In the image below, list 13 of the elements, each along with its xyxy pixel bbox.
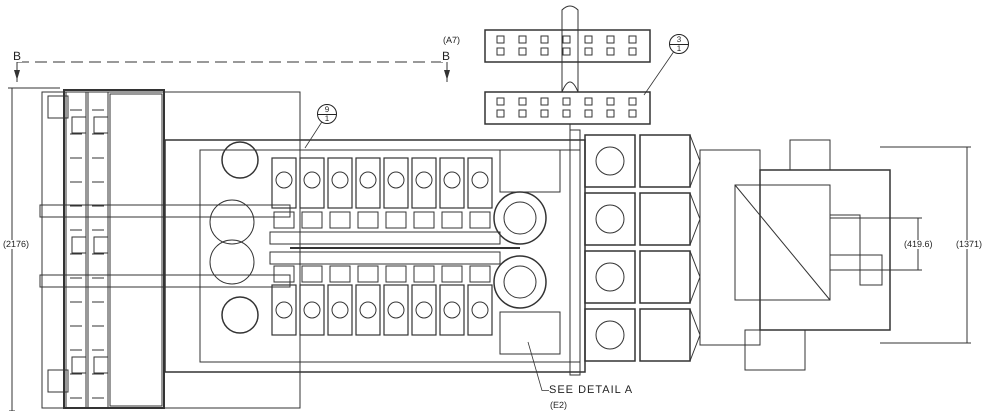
note-text: SEE DETAIL A [549,385,634,396]
section-letter: B [12,50,22,62]
dimension-label: (2176) [2,240,30,249]
leader-line [528,342,550,391]
dimension-label: (419.6) [903,240,934,249]
section-letter: B [441,50,452,62]
callout-balloon: 3 1 [669,34,689,54]
reference-label: (E2) [549,401,568,410]
callout-balloon: 9 1 [317,104,337,124]
reference-label: (A7) [442,36,462,45]
leader-line [644,52,674,96]
leader-line [304,122,322,148]
dimension-label: (1371) [955,240,984,249]
